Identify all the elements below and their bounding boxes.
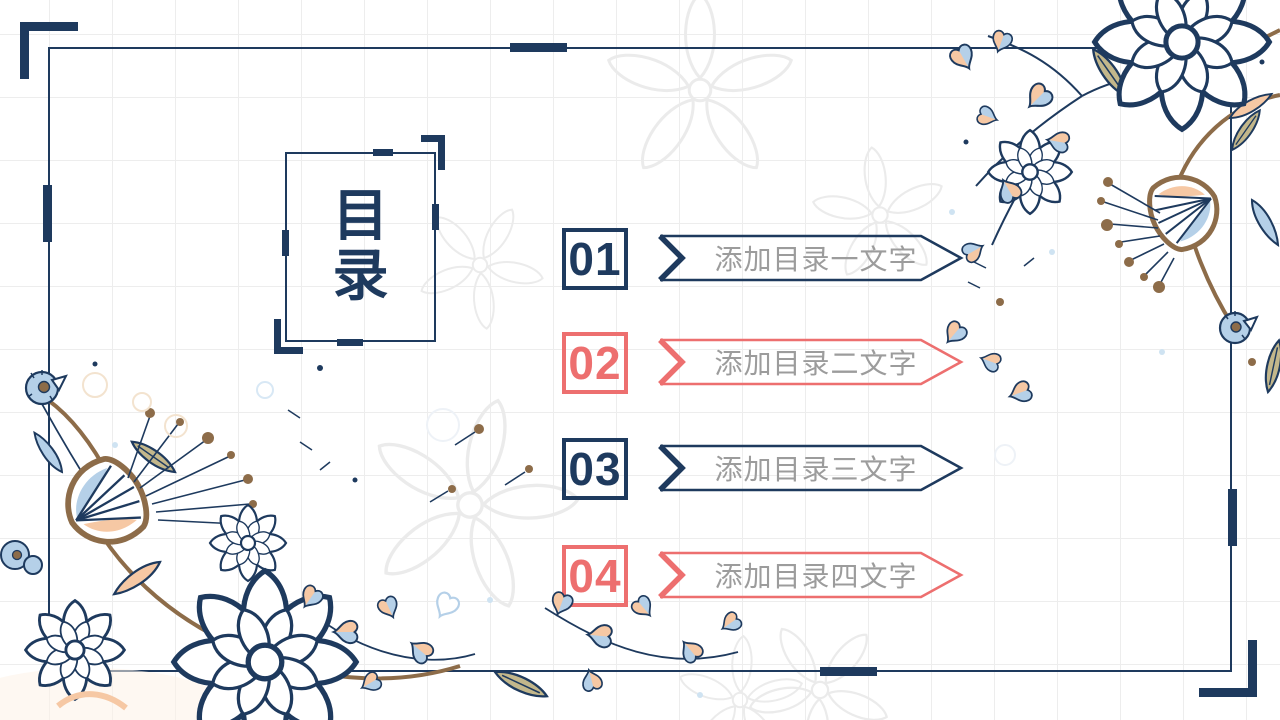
- floral-decoration-top-right: [930, 0, 1280, 420]
- toc-item-1[interactable]: 01 添加目录一文字: [562, 228, 982, 292]
- toc-item-4[interactable]: 04 添加目录四文字: [562, 545, 982, 609]
- corner-bracket-bottom-right: [1199, 688, 1257, 697]
- title-bracket-top-right-v: [438, 135, 445, 170]
- toc-number-badge[interactable]: 04: [562, 545, 628, 607]
- floral-decoration-bottom-left: [0, 361, 800, 720]
- frame-dash-right: [1228, 489, 1237, 546]
- toc-item-3[interactable]: 03 添加目录三文字: [562, 438, 982, 502]
- title-char-2: 录: [332, 246, 389, 308]
- slide-border-frame: [48, 47, 1232, 672]
- toc-number-badge[interactable]: 01: [562, 228, 628, 290]
- corner-bracket-top-left-v: [20, 22, 29, 79]
- frame-dash-left: [43, 185, 52, 242]
- title-bracket-bottom-left-v: [274, 319, 281, 354]
- title-char-1: 目: [332, 186, 389, 248]
- toc-label: 添加目录四文字: [714, 561, 918, 592]
- toc-label: 添加目录一文字: [714, 244, 918, 275]
- frame-dash-bottom: [820, 667, 877, 676]
- toc-label: 添加目录三文字: [714, 454, 918, 485]
- toc-number-badge[interactable]: 02: [562, 332, 628, 394]
- toc-item-2[interactable]: 02 添加目录二文字: [562, 332, 982, 396]
- title-dash-right: [432, 204, 439, 230]
- title-bracket-bottom-left: [274, 347, 303, 354]
- toc-banner[interactable]: 添加目录四文字: [655, 549, 969, 601]
- chevron-right-icon: [658, 551, 964, 599]
- title-dash-bottom: [337, 339, 363, 346]
- toc-banner[interactable]: 添加目录二文字: [655, 336, 969, 388]
- chevron-right-icon: [658, 338, 964, 386]
- title-dash-left: [282, 230, 289, 256]
- corner-bracket-bottom-right-v: [1248, 640, 1257, 697]
- toc-label: 添加目录二文字: [714, 348, 918, 379]
- title-dash-top: [373, 149, 393, 156]
- chevron-right-icon: [658, 234, 964, 282]
- title-bracket-top-right: [421, 135, 445, 142]
- corner-bracket-top-left: [20, 22, 78, 31]
- toc-number-badge[interactable]: 03: [562, 438, 628, 500]
- page-title[interactable]: 目 录: [285, 152, 436, 342]
- chevron-right-icon: [658, 444, 964, 492]
- toc-banner[interactable]: 添加目录三文字: [655, 442, 969, 494]
- toc-banner[interactable]: 添加目录一文字: [655, 232, 969, 284]
- frame-dash-top: [510, 43, 567, 52]
